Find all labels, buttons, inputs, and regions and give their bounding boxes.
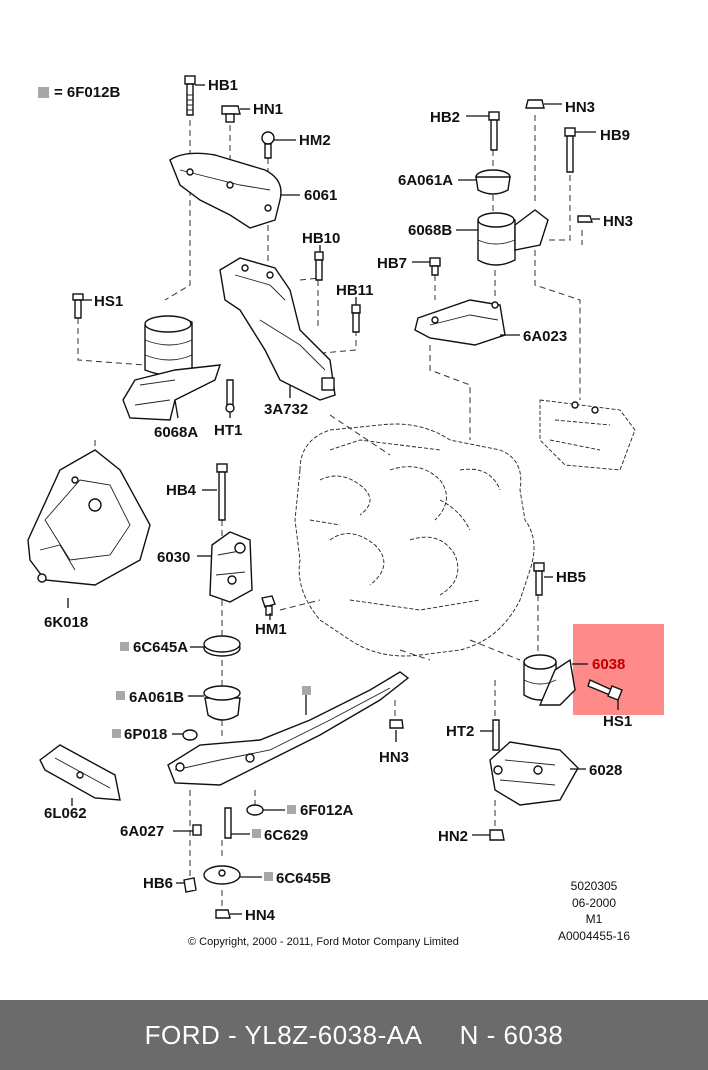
part-6p018 [182,729,198,741]
label-6030: 6030 [157,549,190,566]
label-ht1: HT1 [214,422,242,439]
insulator-6a061b [203,685,241,721]
washer-6c645a [203,635,241,657]
label-hn2: HN2 [438,828,468,845]
stud-ht1 [225,379,235,413]
washer-6a027 [192,824,202,836]
label-hn3-right: HN3 [603,213,633,230]
info-line-4: A0004455-16 [558,929,630,943]
label-hb11: HB11 [336,282,374,299]
label-hb5: HB5 [556,569,586,586]
mount-6068b [477,209,549,266]
label-6a023: 6A023 [523,328,567,345]
stud-6c629 [224,807,232,839]
legend-swatch [38,87,49,98]
label-hn4: HN4 [245,907,276,924]
label-6c645a: 6C645A [133,639,188,656]
label-hs1-left: HS1 [94,293,123,310]
label-hb7: HB7 [377,255,407,272]
exploded-parts-diagram: = 6F012B [27,75,664,948]
label-hb2: HB2 [430,109,460,126]
info-line-3: M1 [586,912,603,926]
mount-6038 [523,654,576,706]
insulator-6a061a [475,169,511,195]
swatch-6f012a [287,805,296,814]
swatch-6c629 [252,829,261,838]
label-hm1: HM1 [255,621,287,638]
bolt-hb6 [183,877,197,893]
bolt-hs1-left [72,293,84,319]
label-hb10: HB10 [302,230,340,247]
label-6a027: 6A027 [120,823,164,840]
label-6f012a: 6F012A [300,802,354,819]
label-6k018: 6K018 [44,614,88,631]
bolt-hb2 [488,111,500,151]
label-6028: 6028 [589,762,622,779]
bolt-hb7 [429,257,441,276]
legend-text: = 6F012B [54,84,120,101]
stud-ht2 [492,719,500,751]
label-ht2: HT2 [446,723,474,740]
engine-outline [294,423,535,657]
copyright-text: © Copyright, 2000 - 2011, Ford Motor Com… [188,936,459,948]
swatch-6c645b [264,872,273,881]
bolt-hb4 [216,463,228,521]
label-hs1-right: HS1 [603,713,632,730]
bracket-6028 [489,741,579,806]
label-6c629: 6C629 [264,827,308,844]
bracket-6030 [209,531,253,603]
footer-text: FORD - YL8Z-6038-AA N - 6038 [144,1019,564,1050]
nut-hn2 [489,829,505,841]
label-hn3-mid: HN3 [379,749,409,766]
label-hb9: HB9 [600,127,630,144]
crossmember [167,671,410,786]
shield-6k018 [27,449,151,586]
nut-hn3-mid [389,719,404,729]
swatch-6a061b [116,691,125,700]
label-6068b: 6068B [408,222,452,239]
bracket-6a023 [414,299,506,346]
label-hb6: HB6 [143,875,173,892]
label-6a061b: 6A061B [129,689,184,706]
swatch-6p018 [112,729,121,738]
nut-hn3-top [525,99,545,109]
part-6l062 [39,744,121,801]
washer-6c645b [203,865,241,885]
swatch-crossmember [302,686,311,695]
info-line-1: 5020305 [571,879,618,893]
nut-hn3-right [577,215,593,223]
bolt-hb11 [351,304,361,333]
bolt-hm1 [261,595,276,616]
label-6068a: 6068A [154,424,198,441]
stud-hm2 [261,131,275,159]
body-fragment [539,399,636,471]
label-3a732: 3A732 [264,401,308,418]
info-line-2: 06-2000 [572,896,616,910]
label-6c645b: 6C645B [276,870,331,887]
label-6038: 6038 [592,656,625,673]
bolt-hb10 [314,251,324,281]
label-hb1: HB1 [208,77,238,94]
label-6a061a: 6A061A [398,172,453,189]
label-hb4: HB4 [166,482,197,499]
callouts: HB1 HN1 HM2 6061 HB10 HB11 HS1 6068A HT1… [44,77,633,924]
bolt-hb1 [184,75,196,116]
nut-hn1 [221,105,241,123]
bracket-3a732 [219,257,336,401]
bolt-hb5 [533,562,545,596]
label-hn3-top: HN3 [565,99,595,116]
part-6f012a [246,804,264,816]
nut-hn4 [215,909,231,919]
label-6p018: 6P018 [124,726,167,743]
swatch-6c645a [120,642,129,651]
label-6061: 6061 [304,187,337,204]
label-hn1: HN1 [253,101,283,118]
part-number-footer: FORD - YL8Z-6038-AA N - 6038 [0,1000,708,1070]
bolt-hb9 [564,127,576,173]
mount-6068a [122,315,222,421]
label-6l062: 6L062 [44,805,87,822]
bracket-6061 [169,152,282,229]
label-hm2: HM2 [299,132,331,149]
